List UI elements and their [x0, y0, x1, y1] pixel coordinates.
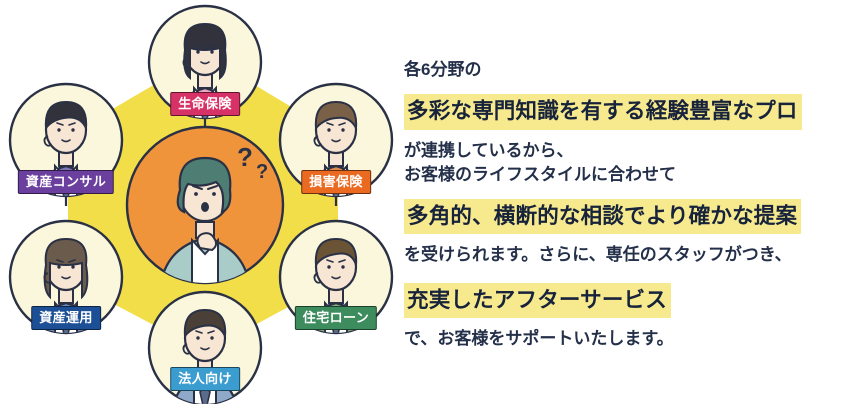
copy-highlight-3-wrap: 充実したアフターサービス: [404, 282, 860, 319]
copy-line-1: 各6分野の: [404, 60, 482, 79]
copy-line-2: が連携しているから、: [404, 140, 574, 160]
node-label-asset-management[interactable]: 資産運用: [31, 306, 101, 330]
diagram-canvas: ? ?: [8, 4, 394, 404]
center-node: ? ?: [125, 125, 285, 285]
node-label-non-life-insurance[interactable]: 損害保険: [301, 170, 371, 194]
copy-line-5: で、お客様をサポートいたします。: [404, 329, 674, 349]
node-label-corporate[interactable]: 法人向け: [170, 367, 240, 391]
copy-highlight-1: 多彩な専門知識を有する経験豊富なプロ: [404, 94, 802, 130]
copy-highlight-2-wrap: 多角的、横断的な相談でより確かな提案: [404, 198, 860, 235]
question-mark-2: ?: [256, 161, 268, 183]
description-copy-block: 各6分野の 多彩な専門知識を有する経験豊富なプロ が連携しているから、 お客様の…: [404, 0, 860, 404]
node-label-home-loan[interactable]: 住宅ローン: [294, 306, 378, 330]
copy-highlight-3: 充実したアフターサービス: [404, 282, 671, 319]
copy-line-4: を受けられます。さらに、専任のスタッフがつき、: [404, 245, 792, 265]
six-field-hexagon-diagram: ? ?: [0, 0, 400, 404]
node-label-life-insurance[interactable]: 生命保険: [170, 92, 240, 116]
copy-highlight-2: 多角的、横断的な相談でより確かな提案: [404, 198, 802, 235]
question-mark-1: ?: [237, 142, 253, 172]
copy-line-3: お客様のライフスタイルに合わせて: [404, 164, 676, 184]
node-label-asset-consulting[interactable]: 資産コンサル: [17, 170, 115, 194]
copy-highlight-1-wrap: 多彩な専門知識を有する経験豊富なプロ: [404, 94, 860, 130]
